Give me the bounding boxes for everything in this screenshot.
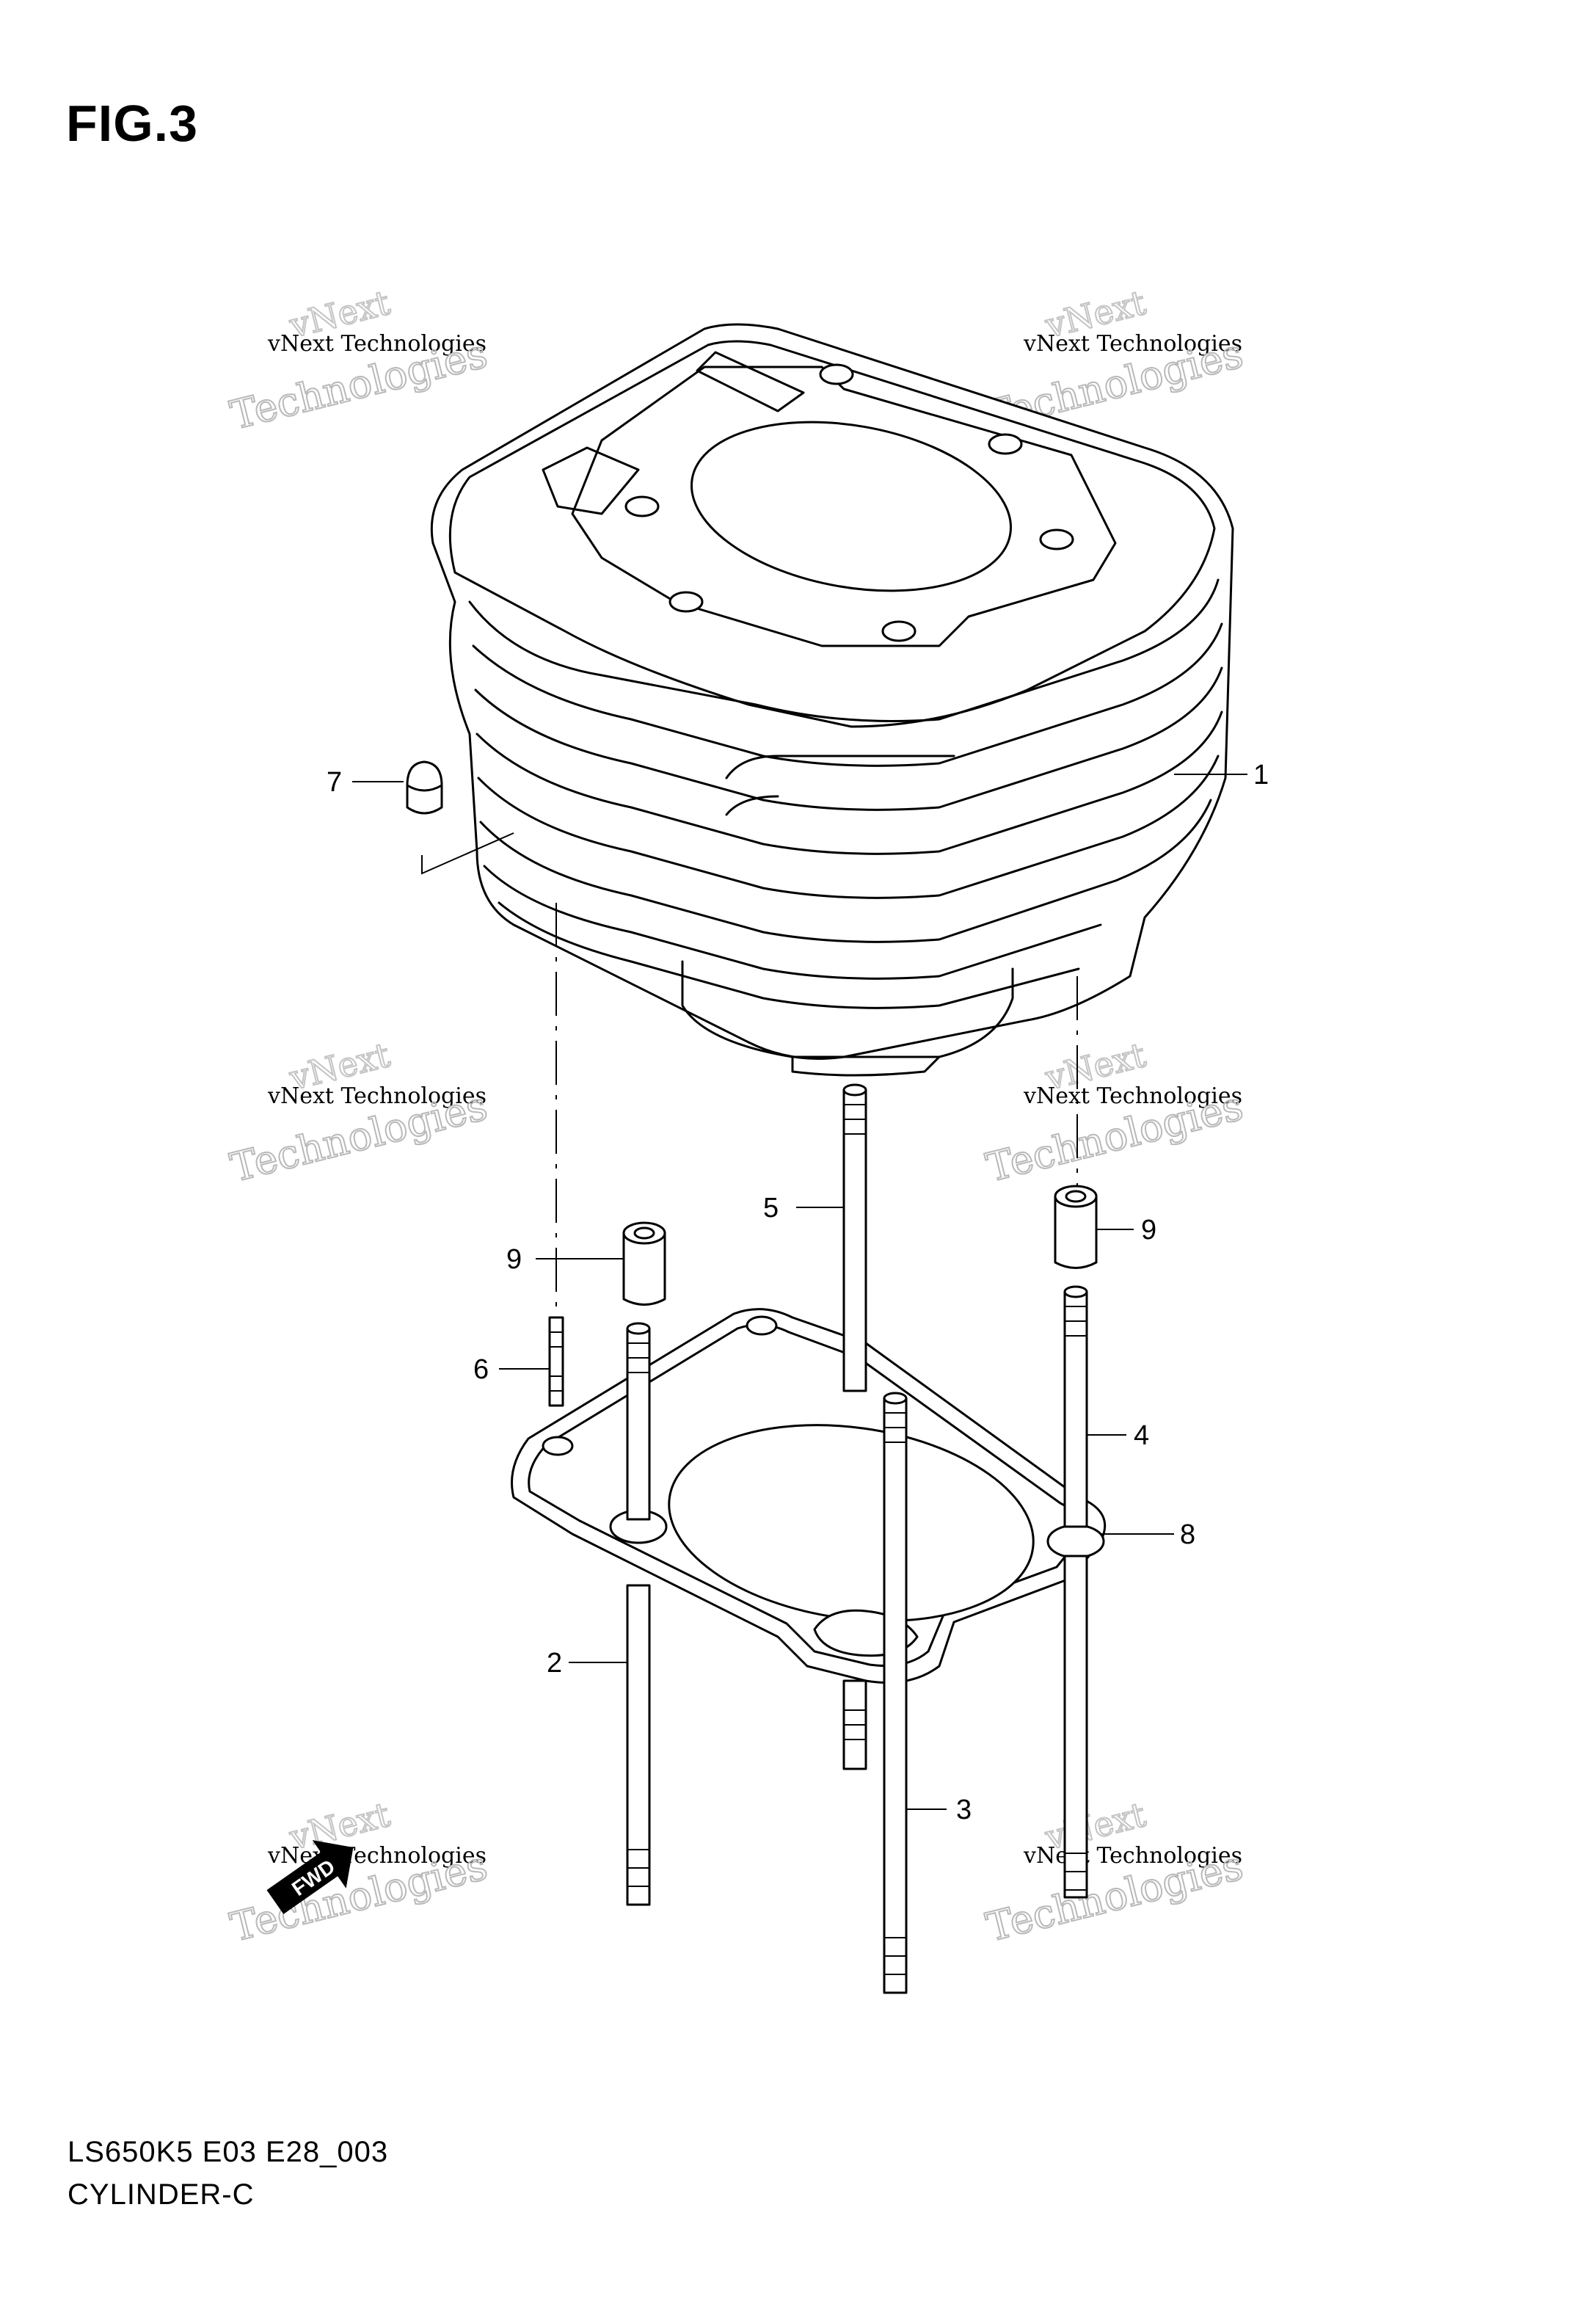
cylinder-stud-3 (883, 1392, 908, 1994)
svg-text:vNext Technologies: vNext Technologies (1023, 1083, 1242, 1109)
callout-9-left: 9 (506, 1244, 522, 1275)
watermark-mid-left: vNext vNext Technologies Technologies (225, 1034, 492, 1192)
cylinder-stud-5 (842, 1083, 867, 1770)
cylinder-stud-4 (1063, 1285, 1088, 1899)
callout-8: 8 (1180, 1519, 1195, 1550)
leader-lines (352, 774, 1247, 1810)
watermark-mid-right: vNext vNext Technologies Technologies (981, 1034, 1248, 1192)
callout-5: 5 (763, 1193, 779, 1224)
watermark-top-left: vNext vNext Technologies Technologies (225, 282, 492, 440)
cap-nut (406, 760, 514, 875)
svg-text:vNext Technologies: vNext Technologies (1023, 331, 1242, 357)
watermark-bottom-right: vNext vNext Technologies Technologies (981, 1794, 1248, 1952)
svg-text:vNext Technologies: vNext Technologies (267, 1083, 487, 1109)
callout-4: 4 (1134, 1420, 1149, 1451)
callout-2: 2 (547, 1648, 562, 1679)
short-stud (548, 1316, 564, 1407)
callout-labels: 1 2 3 4 5 6 7 8 9 9 (327, 760, 1269, 1825)
cylinder-stud-2 (626, 1322, 651, 1906)
callout-9-right: 9 (1141, 1215, 1156, 1246)
model-code: LS650K5 E03 E28_003 (68, 2136, 389, 2168)
dowel-pin-left (622, 1221, 666, 1306)
alignment-lines (555, 903, 1078, 1306)
svg-text:vNext Technologies: vNext Technologies (267, 331, 487, 357)
figure-title: FIG.3 (66, 95, 199, 152)
watermark-bottom-left: vNext vNext Technologies Technologies (225, 1794, 492, 1952)
callout-3: 3 (956, 1795, 972, 1825)
dowel-pin-right (1054, 1185, 1098, 1269)
callout-7: 7 (327, 767, 342, 798)
callout-1: 1 (1253, 760, 1269, 790)
watermark-top-right: vNext vNext Technologies Technologies (981, 282, 1248, 440)
cylinder-block (430, 323, 1234, 1077)
callout-6: 6 (473, 1354, 489, 1385)
svg-text:vNext Technologies: vNext Technologies (1023, 1843, 1242, 1869)
cylinder-base-gasket (511, 1308, 1107, 1684)
diagram-name: CYLINDER-C (68, 2178, 255, 2211)
